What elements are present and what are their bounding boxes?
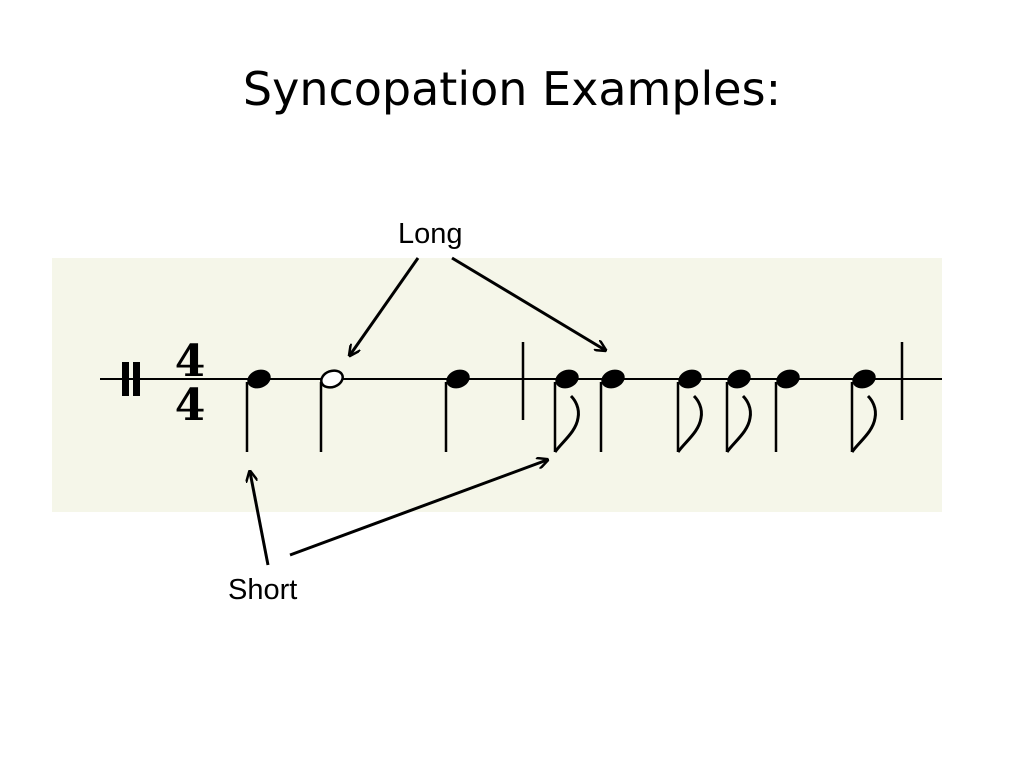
time-signature-bottom: 4: [175, 380, 206, 431]
quarter-note: [245, 369, 271, 452]
long-arrow-to-quarter-note: [451, 256, 605, 350]
short-arrow-to-eighth-note: [289, 460, 547, 557]
percussion-clef-icon: [122, 362, 140, 396]
eighth-note: [850, 369, 877, 453]
short-label: Short: [228, 574, 298, 606]
long-label: Long: [398, 218, 463, 250]
eighth-note: [676, 369, 703, 453]
short-arrow-to-first-quarter-note: [250, 472, 270, 566]
slide-title: Syncopation Examples:: [242, 62, 782, 116]
quarter-note: [774, 369, 800, 452]
quarter-note: [444, 369, 470, 452]
eighth-note: [725, 369, 752, 453]
quarter-note: [599, 369, 625, 452]
long-arrow-to-half-note: [350, 257, 420, 355]
half-note: [319, 369, 344, 452]
eighth-note: [553, 369, 580, 453]
time-signature-top: 4: [175, 336, 206, 387]
